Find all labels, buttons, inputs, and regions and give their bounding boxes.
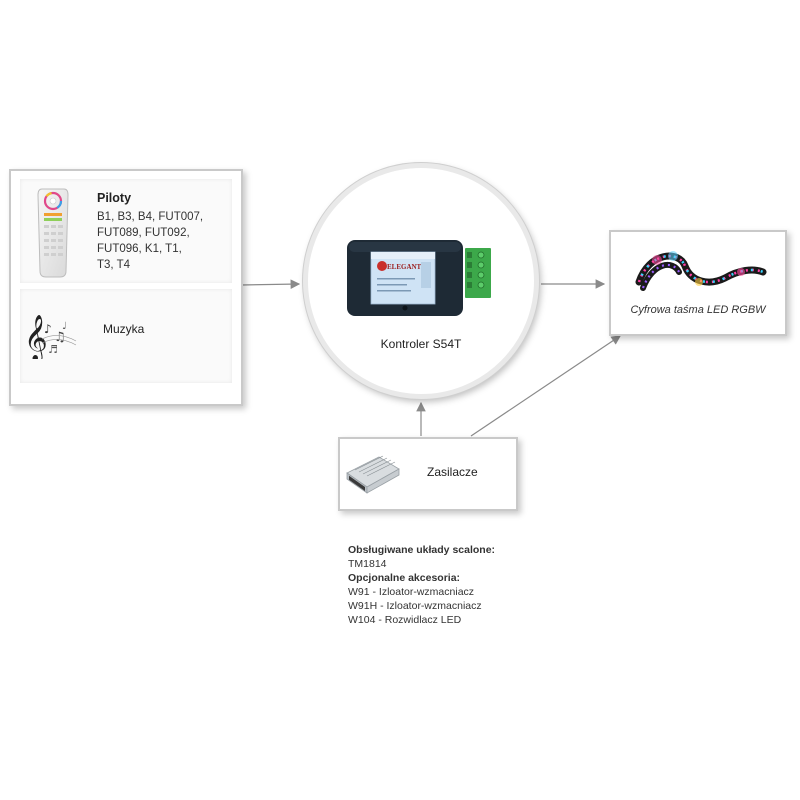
remote-control-icon (37, 188, 69, 278)
led-strip-label: Cyfrowa taśma LED RGBW (630, 304, 766, 316)
accessory-item: W104 - Rozwidlacz LED (348, 614, 462, 626)
controller-brand: ELEGANT (387, 263, 422, 271)
svg-text:♬: ♬ (48, 343, 58, 356)
chips-heading: Obsługiwane układy scalone: (348, 544, 496, 556)
chips-value: TM1814 (348, 558, 387, 570)
music-panel: 𝄞 ♪ ♫ ♩ ♬ Muzyka (20, 289, 232, 383)
remotes-line: FUT089, FUT092, (97, 227, 190, 239)
remotes-line: FUT096, K1, T1, (97, 243, 182, 255)
music-label: Muzyka (103, 322, 145, 336)
svg-text:𝄞: 𝄞 (24, 315, 48, 359)
svg-text:♫: ♫ (54, 330, 66, 345)
svg-text:♪: ♪ (44, 322, 52, 336)
led-strip-card: Cyfrowa taśma LED RGBW (609, 230, 787, 336)
accessory-item: W91H - Izloator-wzmacniacz (348, 600, 482, 612)
accessory-item: W91 - Izloator-wzmacniacz (348, 586, 475, 598)
remotes-title: Piloty (97, 191, 132, 205)
remotes-line: B1, B3, B4, FUT007, (97, 211, 204, 223)
power-supply-card: Zasilacze (338, 437, 518, 511)
remotes-line: T3, T4 (97, 259, 131, 271)
power-supply-image (346, 455, 400, 494)
remotes-list: B1, B3, B4, FUT007, FUT089, FUT092, FUT0… (97, 209, 203, 273)
controller-label: Kontroler S54T (380, 337, 462, 351)
music-notes-icon: 𝄞 ♪ ♫ ♩ ♬ (24, 315, 77, 359)
arrow-inputs-to-controller (240, 279, 301, 289)
info-block: Obsługiwane układy scalone: TM1814 Opcjo… (348, 543, 495, 627)
remotes-panel: Piloty B1, B3, B4, FUT007, FUT089, FUT09… (20, 179, 232, 283)
power-supply-label: Zasilacze (427, 465, 478, 479)
controller-device-image: ELEGANT (347, 240, 491, 316)
accessories-heading: Opcjonalne akcesoria: (348, 572, 461, 584)
inputs-card: Piloty B1, B3, B4, FUT007, FUT089, FUT09… (9, 169, 243, 406)
svg-text:♩: ♩ (62, 321, 67, 332)
arrow-power-to-strip (470, 335, 621, 437)
led-strip-image (635, 251, 767, 291)
